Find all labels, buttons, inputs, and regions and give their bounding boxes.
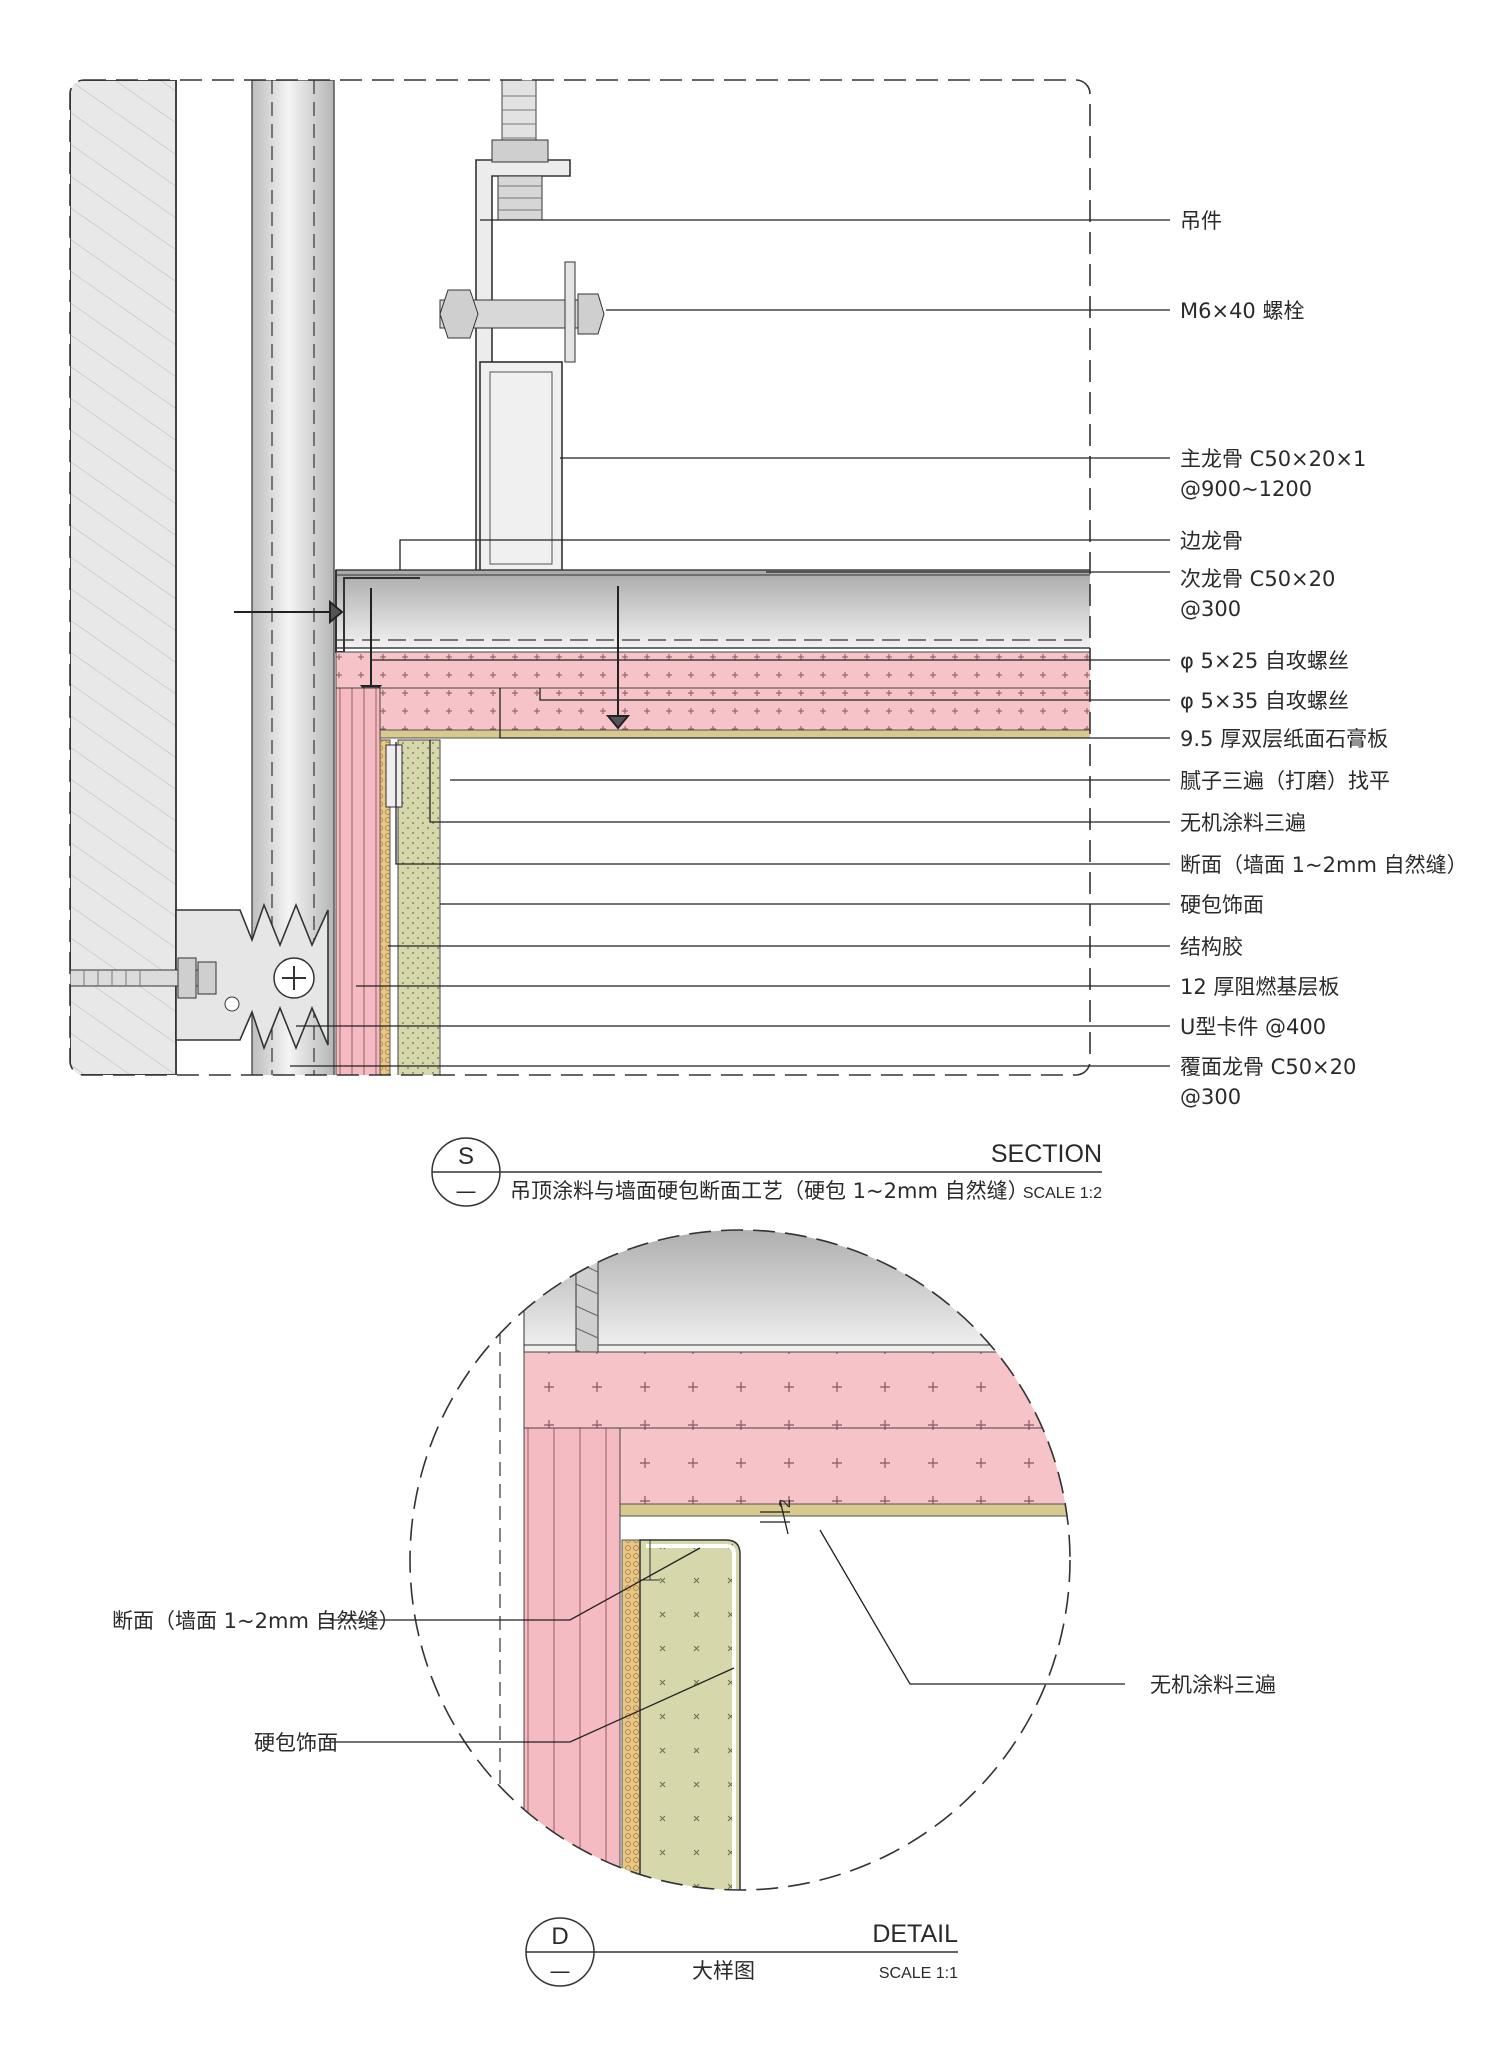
- gypsum-layer-2: [379, 687, 1090, 731]
- section-leaders: [290, 219, 1170, 1067]
- detail-putty: [619, 1503, 1070, 1517]
- putty-layer: [379, 729, 1090, 739]
- callout-hanger: 吊件: [1180, 209, 1222, 233]
- section-callouts: 吊件 M6×40 螺栓 主龙骨 C50×20×1 @900~1200 边龙骨 次…: [1180, 209, 1468, 1109]
- section-scale: SCALE 1:2: [1023, 1185, 1102, 1202]
- callout-edge-keel: 边龙骨: [1180, 529, 1243, 553]
- detail-hardpack: [639, 1539, 741, 1890]
- detail-gypsum-1: [523, 1351, 1070, 1429]
- section-title-block: S — SECTION 吊顶涂料与墙面硬包断面工艺（硬包 1~2mm 自然缝） …: [431, 1137, 1102, 1207]
- section-sub-mark: —: [456, 1179, 477, 1203]
- detail-title-block: D — DETAIL 大样图 SCALE 1:1: [525, 1917, 958, 1987]
- detail-dimension: [760, 1499, 790, 1535]
- detail-callout-hardpack: 硬包饰面: [254, 1731, 338, 1755]
- callout-bolt: M6×40 螺栓: [1180, 299, 1304, 323]
- secondary-keel: [335, 569, 1090, 649]
- callout-u-clip: U型卡件 @400: [1180, 1015, 1326, 1039]
- concrete-wall: [70, 80, 177, 1075]
- section-label: SECTION: [991, 1140, 1102, 1168]
- detail-leaders: [330, 1529, 1125, 1743]
- detail-drawing: [410, 1230, 1070, 1890]
- main-keel: [479, 361, 563, 575]
- detail-label: DETAIL: [872, 1920, 958, 1948]
- section-caption: 吊顶涂料与墙面硬包断面工艺（硬包 1~2mm 自然缝）: [510, 1179, 1029, 1203]
- callout-main-keel: 主龙骨 C50×20×1: [1180, 447, 1366, 471]
- detail-dimension-value: 2: [777, 1499, 794, 1508]
- section-drawing: [70, 80, 1090, 1075]
- screws: [234, 586, 631, 730]
- callout-baseboard: 12 厚阻燃基层板: [1180, 975, 1339, 999]
- detail-gypsum-2: [619, 1427, 1070, 1505]
- callout-paint: 无机涂料三遍: [1180, 811, 1306, 835]
- detail-baseboard: [523, 1427, 621, 1890]
- callout-cover-keel-spacing: @300: [1180, 1085, 1241, 1109]
- callout-cover-keel: 覆面龙骨 C50×20: [1180, 1055, 1356, 1079]
- detail-sub-mark: —: [550, 1959, 571, 1983]
- callout-secondary-keel: 次龙骨 C50×20: [1180, 567, 1335, 591]
- detail-mark: D: [551, 1923, 568, 1950]
- callout-putty: 腻子三遍（打磨）找平: [1180, 769, 1390, 793]
- callout-gypsum: 9.5 厚双层纸面石膏板: [1180, 727, 1388, 751]
- section-mark: S: [458, 1143, 474, 1170]
- gypsum-layer-1: [335, 651, 1090, 689]
- detail-callouts: 断面（墙面 1~2mm 自然缝） 硬包饰面 无机涂料三遍: [112, 1609, 1276, 1755]
- callout-glue: 结构胶: [1180, 935, 1243, 959]
- detail-keel: [523, 1230, 1070, 1353]
- detail-caption: 大样图: [692, 1959, 755, 1983]
- fire-retardant-baseboard: [335, 687, 381, 1075]
- callout-hardpack: 硬包饰面: [1180, 893, 1264, 917]
- glue-strip: [379, 739, 391, 1075]
- callout-main-keel-spacing: @900~1200: [1180, 477, 1312, 501]
- callout-screw-25: φ 5×25 自攻螺丝: [1180, 649, 1349, 673]
- detail-callout-joint: 断面（墙面 1~2mm 自然缝）: [112, 1609, 400, 1633]
- callout-screw-35: φ 5×35 自攻螺丝: [1180, 689, 1349, 713]
- callout-joint: 断面（墙面 1~2mm 自然缝）: [1180, 853, 1468, 877]
- hardpack-finish: [397, 739, 441, 1075]
- detail-callout-paint: 无机涂料三遍: [1150, 1673, 1276, 1697]
- u-clip: [175, 902, 329, 1051]
- detail-frame: [409, 1229, 1071, 1891]
- detail-scale: SCALE 1:1: [879, 1965, 958, 1982]
- callout-secondary-keel-spacing: @300: [1180, 597, 1241, 621]
- section-frame: [69, 79, 1091, 1076]
